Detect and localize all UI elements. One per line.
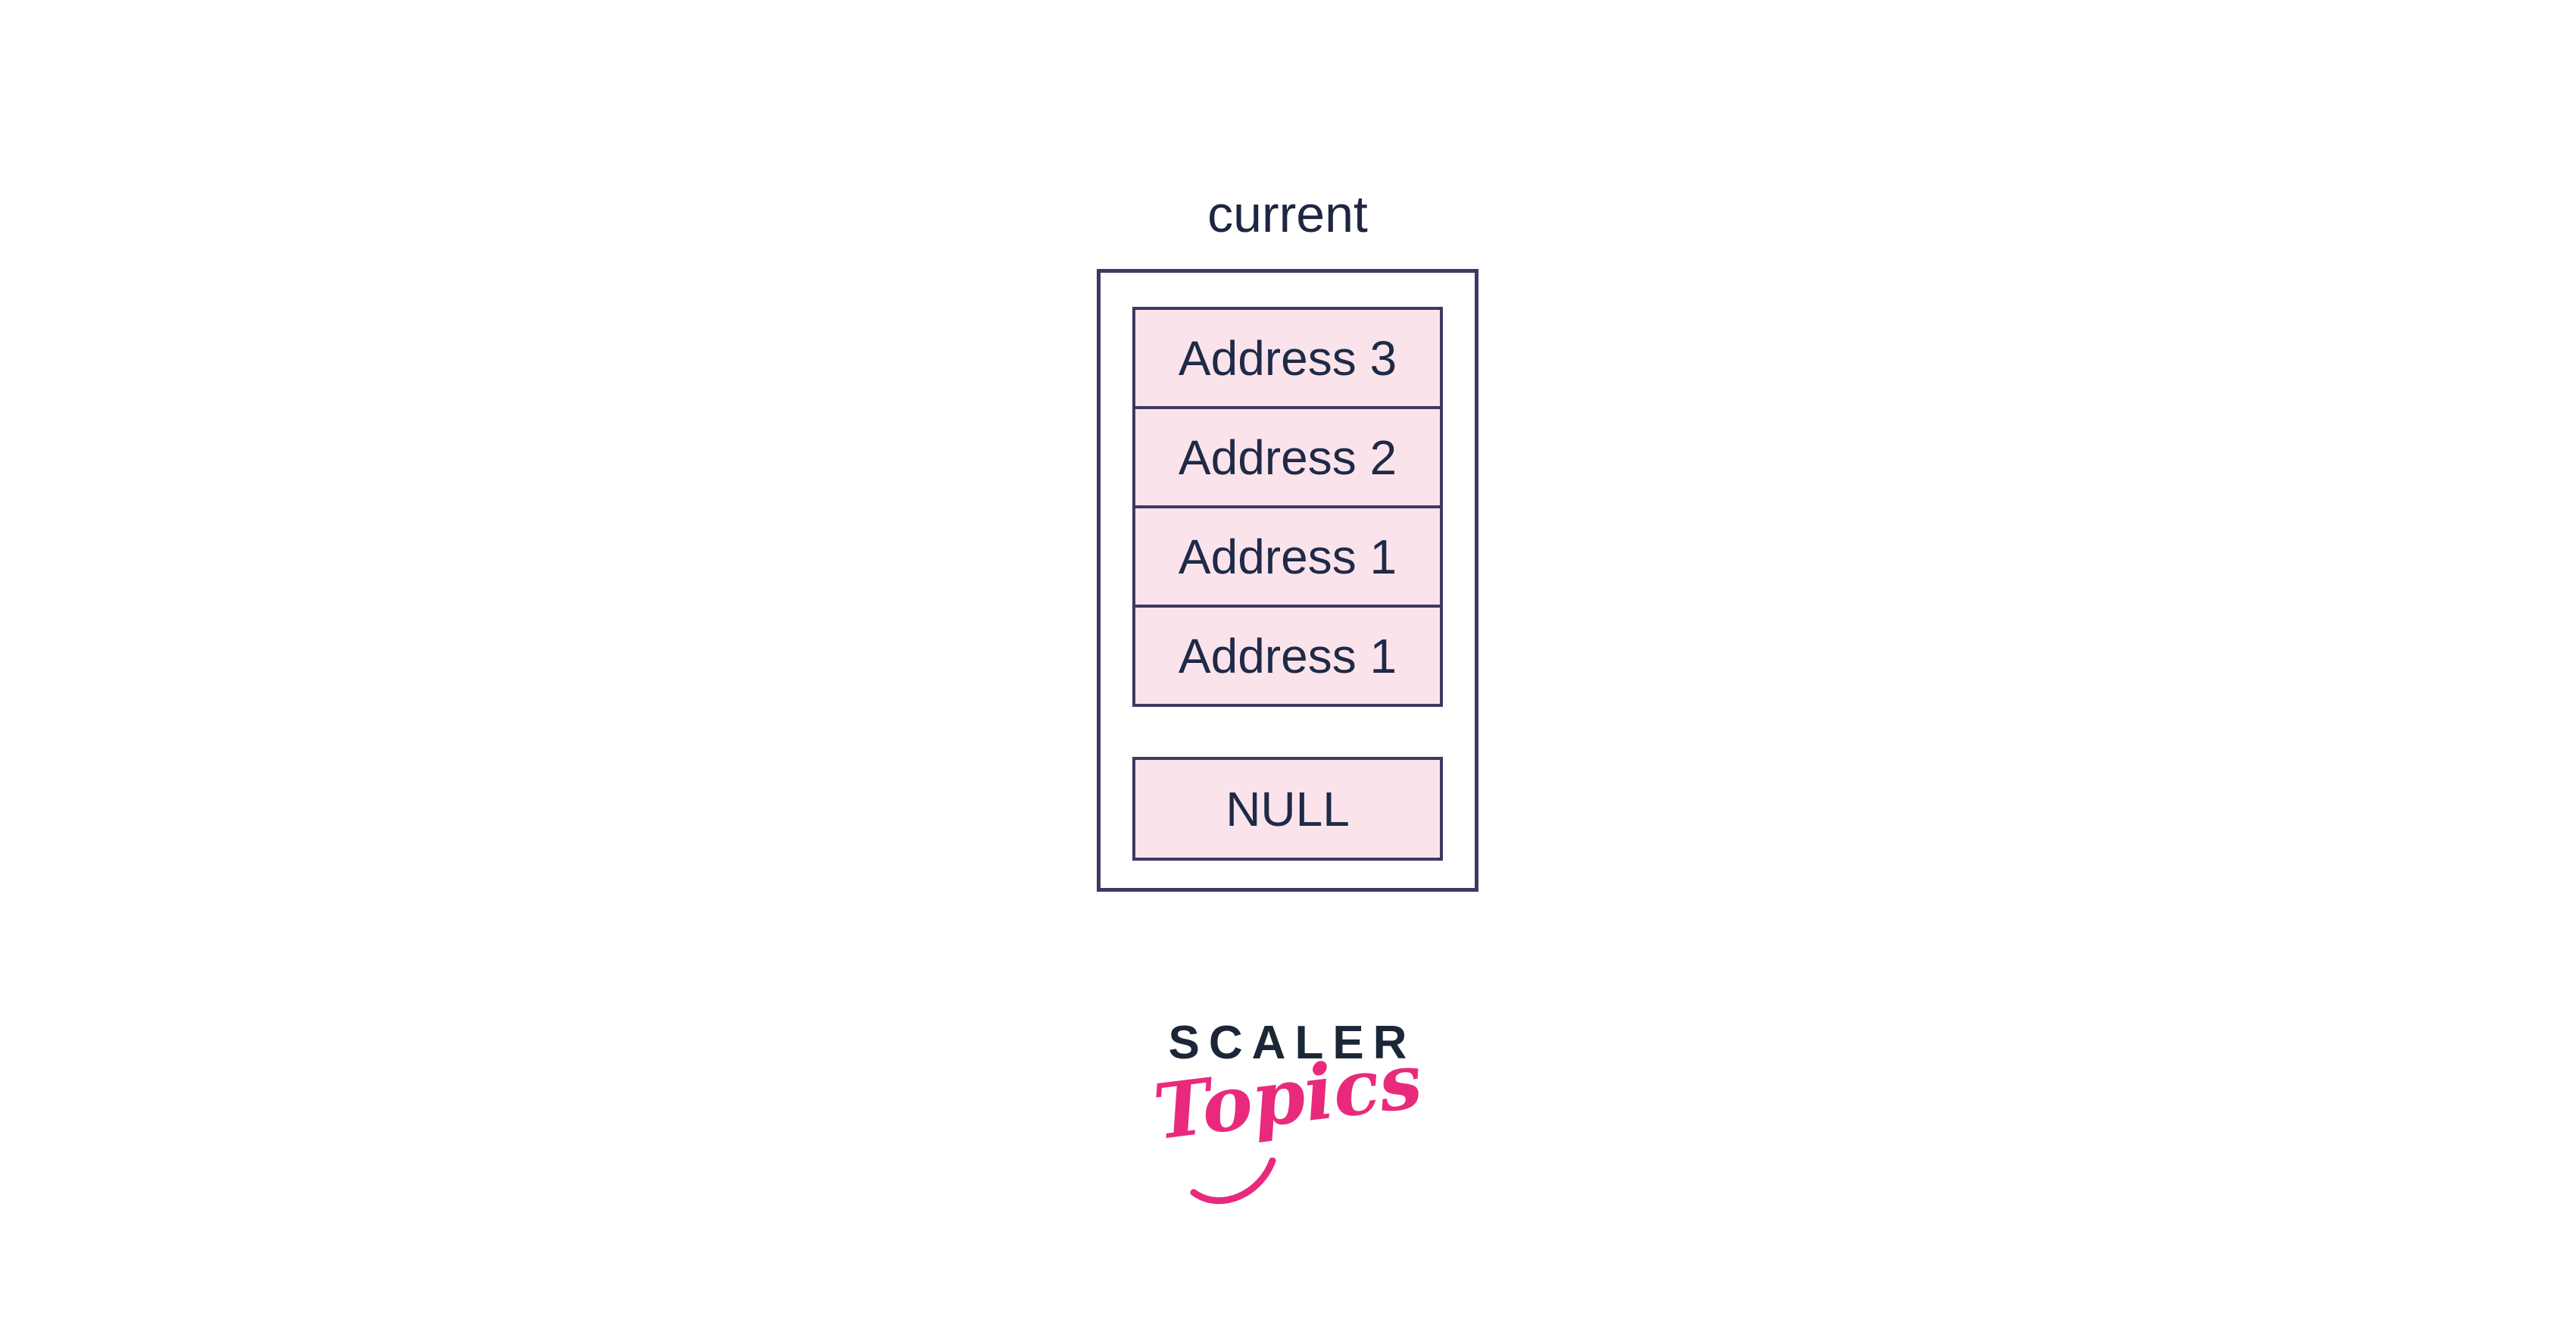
null-cell: NULL bbox=[1132, 757, 1443, 861]
stack-cell: Address 2 bbox=[1132, 406, 1443, 508]
logo-text-topics: Topics bbox=[1097, 1036, 1478, 1157]
pointer-label: current bbox=[1207, 186, 1368, 243]
stack-cell: Address 1 bbox=[1132, 505, 1443, 608]
logo-script-text: Topics bbox=[1148, 1035, 1427, 1158]
logo-text-scaler: SCALER bbox=[1168, 1017, 1416, 1069]
stack-cell: Address 3 bbox=[1132, 307, 1443, 409]
cells-stack: Address 3 Address 2 Address 1 Address 1 bbox=[1132, 307, 1443, 707]
logo-flourish-icon bbox=[1190, 1158, 1276, 1205]
stack-cell: Address 1 bbox=[1132, 605, 1443, 707]
